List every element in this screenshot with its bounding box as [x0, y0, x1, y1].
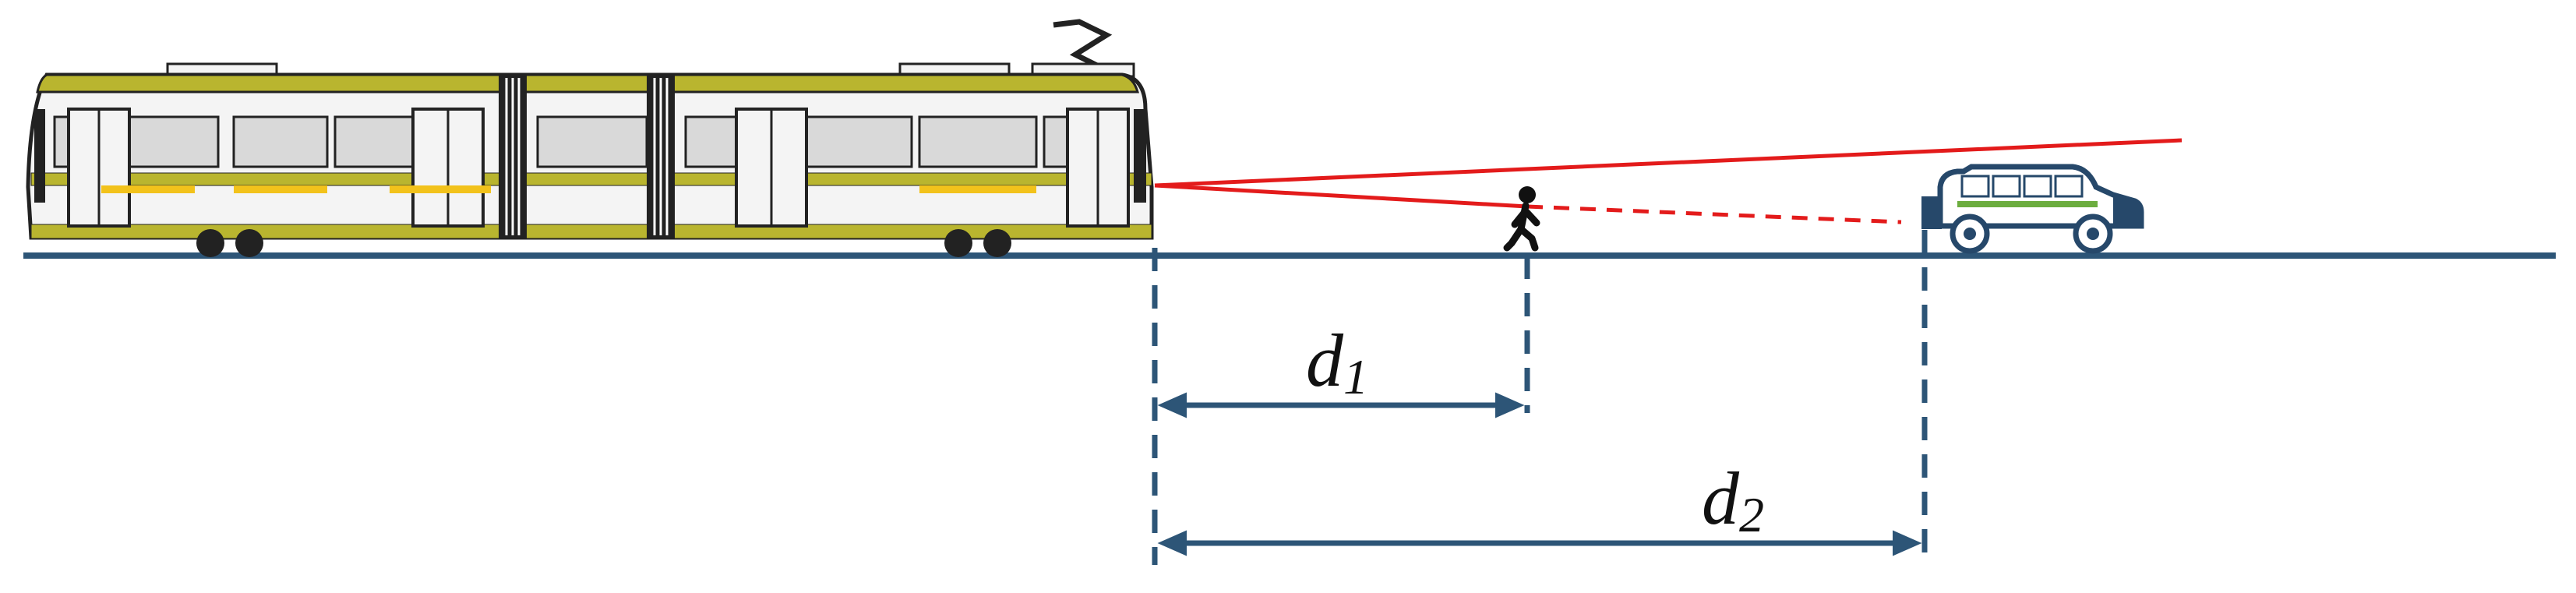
- pantograph: [1053, 19, 1122, 69]
- tram-roof-band: [36, 73, 1139, 94]
- pedestrian-icon: [1503, 186, 1540, 252]
- d1-arrowhead-left: [1157, 392, 1187, 418]
- tram-icon: [26, 19, 1154, 257]
- car-window: [2054, 175, 2084, 198]
- tram-skirt: [30, 224, 1152, 239]
- tram-doors: [67, 108, 1130, 228]
- occluded-sensor-ray: [1526, 204, 1902, 224]
- d2-arrowhead-right: [1893, 530, 1922, 556]
- d1-arrowhead-right: [1495, 392, 1525, 418]
- car-stripe: [1957, 201, 2098, 207]
- tram-yellow-accent: [390, 185, 491, 193]
- tram-wheels: [196, 229, 1011, 257]
- upper-sensor-ray: [1154, 138, 2183, 188]
- tram-wheel: [196, 229, 224, 257]
- tram-windows: [53, 115, 1124, 168]
- car-front-nose: [2113, 195, 2143, 228]
- tram-yellow-accent: [101, 185, 195, 193]
- tram-yellow-accent: [919, 185, 1036, 193]
- distance-dimensions: [1152, 230, 1928, 565]
- tram-front-cap: [1134, 109, 1146, 203]
- sensor-rays: [1154, 138, 2183, 224]
- car-window: [1960, 175, 1990, 198]
- joint-ribs: [505, 78, 669, 235]
- tram-window: [536, 115, 648, 168]
- car-icon: [1921, 164, 2144, 254]
- d1-label: d1: [1306, 319, 1368, 404]
- tram-wheel: [235, 229, 263, 257]
- tram-wheel: [983, 229, 1011, 257]
- d1-label-base: d: [1306, 319, 1344, 402]
- tram-window: [232, 115, 329, 168]
- car-wheels: [1950, 214, 2113, 254]
- d2-arrowhead-left: [1157, 530, 1187, 556]
- tram-belt-band: [30, 172, 1152, 186]
- tram-window: [918, 115, 1038, 168]
- d2-label-base: d: [1702, 457, 1740, 540]
- car-window: [1992, 175, 2021, 198]
- tram-wheel: [944, 229, 972, 257]
- d2-label-subscript: 2: [1739, 487, 1764, 542]
- tram-yellow-accent: [234, 185, 327, 193]
- car-window: [2023, 175, 2052, 198]
- tram-window: [801, 115, 913, 168]
- tram-rear-cap: [34, 109, 45, 203]
- d2-label: d2: [1702, 457, 1764, 542]
- lower-sensor-ray: [1154, 183, 1528, 209]
- tram-yellow-accents: [101, 185, 1036, 193]
- d1-label-subscript: 1: [1343, 349, 1368, 404]
